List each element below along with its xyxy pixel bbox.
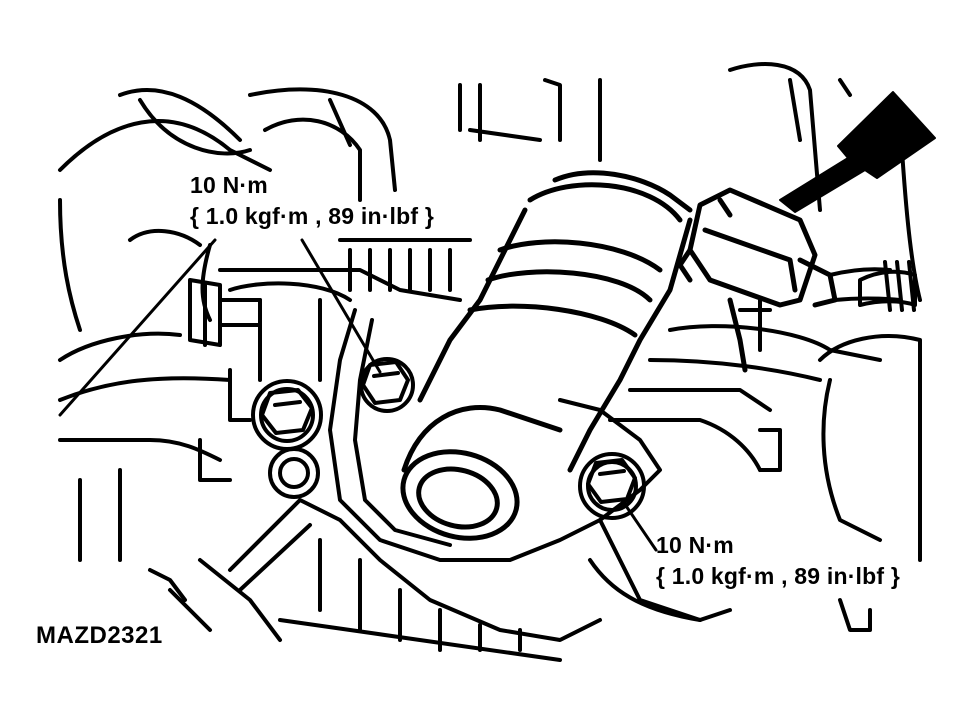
sensor-connector: [677, 187, 838, 373]
torque-value: 10 N·m: [190, 172, 268, 198]
wire-harness: [828, 260, 916, 312]
torque-callout-bottom: 10 N·m { 1.0 kgf·m , 89 in·lbf }: [656, 530, 900, 592]
bolt-middle: [359, 357, 415, 413]
hose-clamp: [148, 278, 262, 602]
torque-conversion: { 1.0 kgf·m , 89 in·lbf }: [656, 563, 900, 589]
torque-conversion: { 1.0 kgf·m , 89 in·lbf }: [190, 203, 434, 229]
background-components: [58, 62, 922, 632]
thermostat-housing: [168, 308, 662, 662]
torque-value: 10 N·m: [656, 532, 734, 558]
bolt-left: [251, 379, 323, 451]
leader-lines: [58, 238, 658, 552]
torque-callout-top: 10 N·m { 1.0 kgf·m , 89 in·lbf }: [190, 170, 434, 232]
bolt-right: [578, 452, 646, 520]
outlet-cylinder: [400, 170, 693, 541]
arrow-icon: [779, 91, 936, 213]
figure-id: MAZD2321: [36, 622, 163, 649]
